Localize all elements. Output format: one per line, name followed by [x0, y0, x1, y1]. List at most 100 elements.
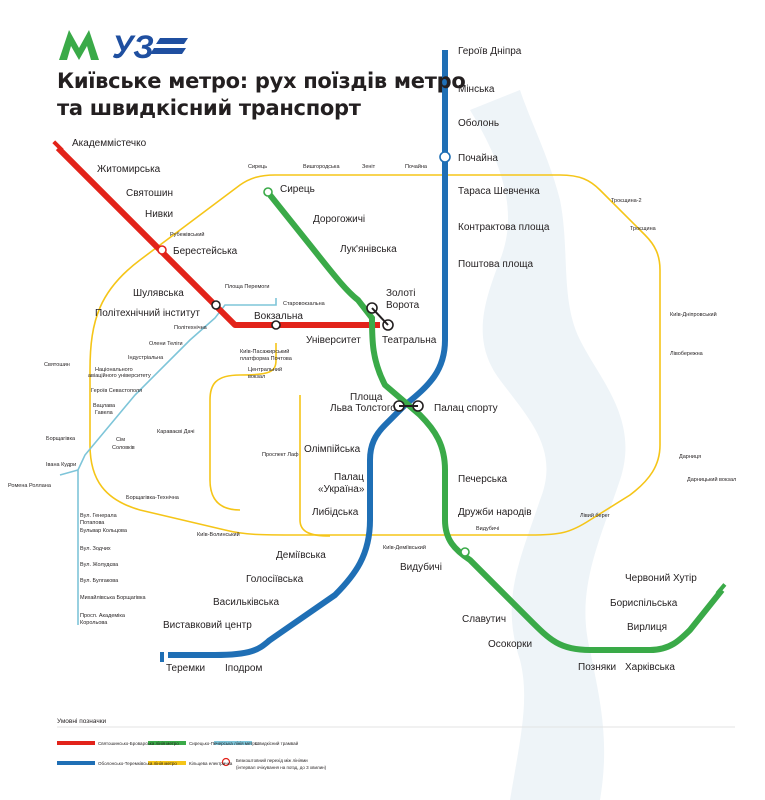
- station-shuliavska: Шулявська: [133, 288, 184, 299]
- tram-potapova-1: Вул. Генерала: [80, 513, 118, 519]
- interchange-link-2: [371, 307, 389, 326]
- rail-borshchahivka-tekh: Борщагівка-Технічна: [126, 495, 180, 501]
- rail-zenit: Зеніт: [362, 164, 376, 170]
- yellow-branch-line: [209, 343, 277, 511]
- rail-pochaina: Почайна: [405, 163, 428, 170]
- rail-karavaievi: Караваєві Дачі: [157, 429, 195, 435]
- tram-industrialna: Індустріальна: [128, 355, 164, 361]
- station-ipodrom: Іподром: [225, 663, 262, 674]
- station-pochaina: Почайна: [458, 153, 498, 164]
- rail-kyiv-demiivskyi: Київ-Деміївський: [383, 544, 426, 551]
- interchange-icon: [157, 151, 470, 557]
- station-zhytomyrska: Житомирська: [97, 164, 161, 175]
- uz-logo-icon: УЗ: [110, 28, 190, 67]
- station-minska: Мінська: [458, 84, 495, 95]
- station-ploshcha-1: Площа: [350, 392, 383, 403]
- station-zoloti-2: Ворота: [386, 300, 420, 311]
- tram-nau-2: авіаційного університету: [88, 372, 151, 379]
- tram-potapova-2: Потапова: [80, 520, 105, 526]
- station-beresteiska: Берестейська: [173, 246, 238, 257]
- tram-zodchykh: Вул. Зодчих: [80, 546, 111, 552]
- station-osokorky: Осокорки: [488, 639, 532, 650]
- station-politekhnichnyi: Політехнічний інститут: [95, 308, 200, 319]
- tram-koroliova-1: Просп. Академіка: [80, 613, 126, 619]
- station-nyvky: Нивки: [145, 209, 173, 220]
- svg-text:УЗ: УЗ: [112, 29, 154, 62]
- station-kontraktova: Контрактова площа: [458, 222, 550, 233]
- rail-darnytsia: Дарниця: [679, 454, 701, 460]
- rail-vydubychi: Видубичі: [476, 526, 499, 532]
- station-chervonyi-khutir: Червоний Хутір: [625, 573, 697, 584]
- station-akademmistechko: Академмістечко: [72, 138, 147, 149]
- rail-kyiv-volynskyi: Київ-Волинський: [197, 531, 240, 538]
- tram-starovokzalna: Старовокзальна: [283, 301, 326, 307]
- station-vystavkovyi: Виставковий центр: [163, 620, 252, 631]
- station-vasylkivska: Васильківська: [213, 597, 279, 608]
- page-title: Київське метро: рух поїздів метро та шви…: [57, 68, 466, 122]
- tram-koroliova-2: Корольова: [80, 620, 108, 626]
- rail-livoberezhna: Лівобережна: [670, 351, 704, 357]
- rail-kyiv-pas-1: Київ-Пасажирський: [240, 348, 289, 355]
- station-pozniaky: Позняки: [578, 662, 616, 673]
- station-teremky: Теремки: [166, 663, 205, 674]
- title-line-1: Київське метро: рух поїздів метро: [57, 69, 466, 93]
- tram-vatslava-2: Гавела: [95, 410, 114, 416]
- tram-zholudieva: Вул. Жолудєва: [80, 562, 119, 568]
- svg-text:Сирецько-Печерська лінія метро: Сирецько-Печерська лінія метро: [189, 741, 258, 746]
- station-pecherska: Печерська: [458, 474, 508, 485]
- tram-politekhnichna: Політехнічна: [174, 325, 208, 331]
- tram-oleny-telihy: Олени Теліги: [149, 341, 183, 347]
- svg-text:Безкоштовний перехід між лінія: Безкоштовний перехід між лініями: [236, 757, 308, 763]
- tram-sim-2: Соловків: [112, 445, 135, 451]
- light-blue-tram-line: [59, 298, 277, 625]
- svg-text:Святошинсько-Броварська лінія: Святошинсько-Броварська лінія метро: [98, 741, 179, 746]
- tram-ivana-kudry: Івана Кудри: [46, 462, 76, 468]
- red-line: [55, 145, 380, 328]
- rail-kyiv-pas-3: Центральний: [248, 366, 282, 373]
- tram-vatslava-1: Вацлава: [93, 403, 116, 409]
- rail-sviatoshyn: Святошин: [44, 362, 70, 368]
- rail-kyiv-pas-2: платформа Почтова: [240, 356, 293, 362]
- station-palats-1: Палац: [334, 472, 364, 483]
- station-palats-2: «Україна»: [318, 484, 365, 495]
- station-heroiv-dnipra: Героїв Дніпра: [458, 46, 522, 57]
- svg-text:Швидкісний трамвай: Швидкісний трамвай: [255, 740, 299, 746]
- title-line-2: та швидкісний транспорт: [57, 96, 361, 120]
- svg-text:Умовні позначки: Умовні позначки: [57, 717, 107, 725]
- svg-text:(інтервал очікування на поїзд,: (інтервал очікування на поїзд, до 3 хвил…: [236, 765, 327, 770]
- svg-text:Кільцева електричка: Кільцева електричка: [189, 761, 233, 766]
- station-sviatoshyn: Святошин: [126, 188, 173, 199]
- station-universytet: Університет: [306, 335, 361, 346]
- station-teatralna: Театральна: [382, 335, 437, 346]
- yellow-ring-line: [89, 174, 661, 536]
- station-slavutych: Славутич: [462, 614, 506, 625]
- station-poshtova: Поштова площа: [458, 259, 533, 270]
- rail-borshchahivka: Борщагівка: [46, 436, 76, 442]
- dnipro-river: [470, 90, 626, 800]
- rail-syrets: Сирець: [248, 164, 267, 170]
- station-kharkivska: Харківська: [625, 662, 675, 673]
- tram-ploshcha-peremohy: Площа Перемоги: [225, 284, 269, 290]
- rail-vyshhorodska: Вишгородська: [303, 164, 340, 170]
- tram-romena-rollana: Ромена Роллана: [8, 483, 52, 489]
- station-holosiivska: Голосіївська: [246, 574, 304, 585]
- station-palats-sportu: Палац спорту: [434, 403, 498, 414]
- station-demiivska: Деміївська: [276, 550, 326, 561]
- station-tarasa-shevchenka: Тараса Шевченка: [458, 186, 540, 197]
- station-olimpiiska: Олімпійська: [304, 444, 361, 455]
- rail-rubezhivskyi: Рубежівський: [170, 231, 205, 238]
- svg-text:Оболонсько-Теремківська лінія: Оболонсько-Теремківська лінія метро: [98, 761, 177, 766]
- station-dorohozhychi: Дорогожичі: [313, 214, 365, 225]
- tram-heroiv-sev: Героїв Севастополя: [91, 388, 142, 394]
- station-obolon: Оболонь: [458, 117, 499, 129]
- station-vyrlytsia: Вирлиця: [627, 622, 667, 633]
- station-boryspilska: Бориспільська: [610, 598, 678, 609]
- rail-troieshchyna: Троєщина: [630, 226, 657, 232]
- station-zoloti-1: Золоті: [386, 288, 415, 299]
- tram-koltsova: Бульвар Кольцова: [80, 528, 128, 534]
- station-lukianivska: Лук'янівська: [340, 244, 397, 255]
- rail-livyi-bereh: Лівий берег: [580, 512, 610, 519]
- station-druzhby: Дружби народів: [458, 506, 532, 518]
- tram-nau-1: Національного: [95, 367, 133, 373]
